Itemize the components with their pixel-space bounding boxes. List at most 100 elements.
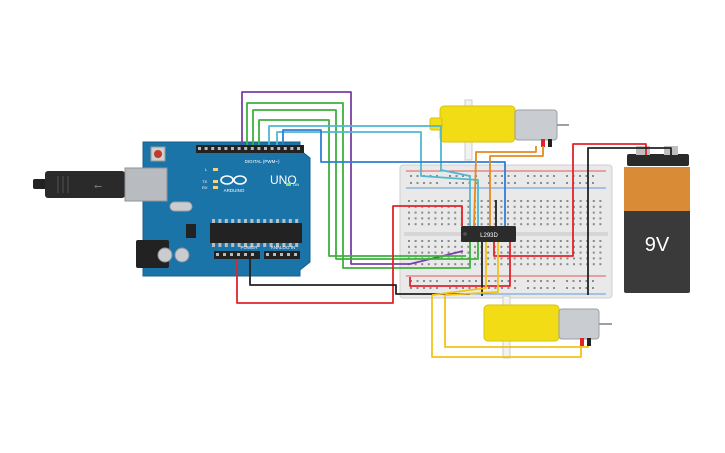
breadboard-hole: [546, 251, 549, 254]
chip-pin: [237, 219, 241, 223]
breadboard-hole: [454, 211, 457, 214]
rail-hole: [579, 280, 581, 282]
wire-yellow: [444, 295, 589, 348]
rail-hole: [455, 280, 458, 282]
battery-clip: [627, 154, 689, 166]
rail-hole: [416, 182, 419, 184]
breadboard-hole: [447, 263, 450, 266]
rail-hole: [494, 287, 497, 289]
rail-hole: [416, 175, 419, 177]
breadboard-hole: [427, 217, 430, 220]
rail-hole: [592, 287, 594, 289]
wire-red: [493, 143, 647, 257]
breadboard-hole: [441, 263, 443, 266]
rail-hole: [514, 280, 516, 282]
breadboard-hole: [421, 200, 424, 202]
breadboard-hole: [454, 200, 457, 202]
breadboard-hole: [599, 217, 602, 220]
chip-pin: [269, 219, 273, 223]
breadboard-hole: [526, 263, 529, 266]
rail-hole: [429, 182, 432, 184]
breadboard-hole: [500, 223, 503, 226]
rail-hole: [507, 287, 510, 289]
breadboard-hole: [573, 245, 575, 248]
chip-pin: [256, 219, 260, 223]
breadboard-hole: [579, 211, 582, 214]
wire-yellow: [444, 242, 499, 296]
chip-pin: [263, 219, 267, 223]
rail-hole: [592, 175, 594, 177]
breadboard-hole: [434, 200, 437, 202]
chip-pin: [288, 219, 292, 223]
rail-hole: [579, 175, 581, 177]
breadboard-hole: [441, 240, 443, 242]
rail-hole: [416, 280, 419, 282]
rail-hole: [449, 287, 451, 289]
breadboard-hole: [441, 211, 443, 214]
breadboard-hole: [573, 211, 575, 214]
chip-pin: [244, 243, 247, 247]
chip-pin: [263, 243, 267, 247]
breadboard-hole: [592, 263, 595, 266]
atmega-chip-pins: [212, 219, 299, 247]
breadboard-hole: [441, 200, 443, 202]
rail-hole: [449, 280, 451, 282]
breadboard-hole: [533, 200, 536, 202]
chip-pin: [269, 243, 273, 247]
breadboard-hole: [474, 251, 476, 254]
rail-hole: [468, 287, 471, 289]
breadboard-hole: [520, 263, 523, 266]
rail-hole: [436, 280, 438, 282]
rail-hole: [429, 287, 432, 289]
header-pin: [277, 147, 281, 150]
rail-hole: [436, 287, 438, 289]
breadboard-hole: [460, 200, 463, 202]
breadboard-hole: [559, 240, 562, 242]
breadboard-hole: [421, 217, 424, 220]
breadboard-hole: [533, 245, 536, 248]
chip-pin: [218, 219, 222, 223]
breadboard-hole: [427, 223, 430, 226]
chip-pin: [256, 243, 260, 247]
reset-button-cap[interactable]: [154, 150, 162, 158]
breadboard-hole: [507, 245, 509, 248]
breadboard-hole: [454, 263, 457, 266]
arduino-logo-icon: [220, 175, 247, 185]
chip-pin: [250, 243, 254, 247]
usb-plug: [45, 171, 125, 198]
chip-pin: [295, 219, 299, 223]
header-pin: [257, 147, 261, 150]
motor-can: [514, 109, 558, 141]
rail-hole: [455, 287, 458, 289]
breadboard-hole: [599, 263, 602, 266]
rail-hole: [494, 182, 497, 184]
breadboard-hole: [427, 200, 430, 202]
breadboard-hole: [513, 251, 516, 254]
breadboard-hole: [553, 211, 556, 214]
rail-hole: [533, 280, 536, 282]
breadboard-hole: [513, 205, 516, 208]
breadboard-hole: [414, 245, 417, 248]
breadboard-hole: [533, 217, 536, 220]
rx-led: [213, 186, 218, 189]
breadboard-hole: [559, 211, 562, 214]
breadboard-hole: [414, 251, 417, 254]
header-pin: [244, 253, 247, 256]
wire-cyan: [276, 131, 479, 226]
breadboard-hole: [507, 211, 509, 214]
rail-hole: [566, 175, 568, 177]
tx-led: [213, 180, 218, 183]
breadboard-hole: [540, 200, 542, 202]
breadboard-hole: [533, 251, 536, 254]
breadboard-hole: [559, 217, 562, 220]
rail-hole: [546, 182, 549, 184]
breadboard-hole: [434, 251, 437, 254]
breadboard-hole: [566, 205, 569, 208]
breadboard-hole: [507, 200, 509, 202]
header-pin: [283, 147, 287, 150]
breadboard-hole: [460, 263, 463, 266]
breadboard-hole: [447, 240, 450, 242]
wire-red: [409, 242, 511, 287]
breadboard-hole: [434, 217, 437, 220]
